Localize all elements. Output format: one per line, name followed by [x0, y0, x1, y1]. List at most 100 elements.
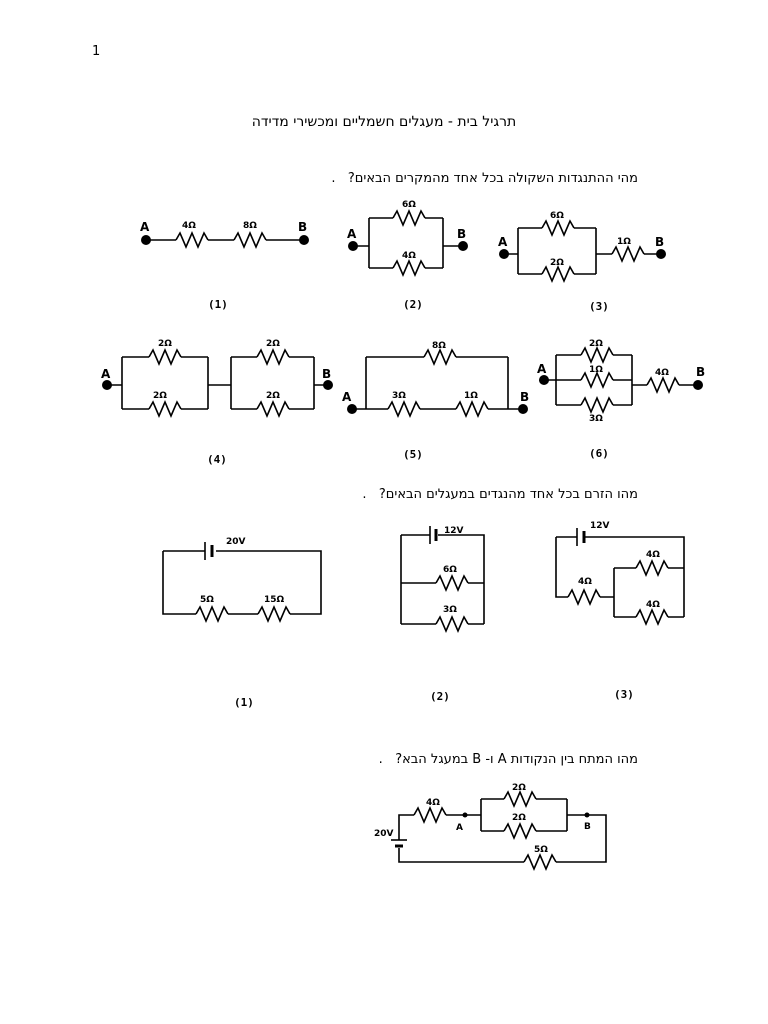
resistor-label: 2Ω: [158, 339, 172, 349]
terminal-label: A: [537, 362, 547, 376]
resistor: [455, 401, 489, 417]
question-2: מהו הזרם בכל אחד מהנגדים במעגלים הבאים? …: [362, 487, 638, 502]
resistor: [392, 260, 426, 276]
question-3-text: מהו המתח בין הנקודות A ו- B במעגל הבא?: [395, 752, 638, 767]
resistor: [567, 589, 601, 605]
question-1: מהי ההתנגדות השקולה בכל אחד מהמקרים הבאי…: [331, 171, 638, 186]
question-3: מהו המתח בין הנקודות A ו- B במעגל הבא? .: [379, 752, 638, 767]
resistor-label: 2Ω: [266, 391, 280, 401]
circuit-r4: A B 2Ω 2Ω 2Ω 2Ω (4): [101, 339, 333, 466]
resistor: [175, 232, 209, 248]
circuit-number: (3): [614, 688, 634, 701]
resistor: [503, 791, 537, 807]
resistor-label: 4Ω: [402, 251, 416, 261]
circuit-number: (3): [589, 300, 609, 313]
circuit-number: (5): [403, 448, 423, 461]
resistor-label: 8Ω: [243, 221, 257, 231]
resistor: [435, 616, 469, 632]
resistor-label: 4Ω: [655, 368, 669, 378]
terminal-label: A: [498, 235, 508, 249]
terminal-label: B: [696, 365, 705, 379]
source-label: 20V: [374, 829, 394, 839]
circuit-number: (1): [208, 298, 228, 311]
resistor: [580, 372, 614, 388]
resistor: [611, 246, 645, 262]
resistor: [423, 349, 457, 365]
terminal-label: A: [101, 367, 111, 381]
resistor-label: 6Ω: [550, 211, 564, 221]
circuit-number: (1): [234, 696, 254, 709]
resistor: [256, 401, 290, 417]
resistor: [233, 232, 267, 248]
resistor-label: 1Ω: [589, 365, 603, 375]
resistor: [580, 397, 614, 413]
point-label: A: [456, 823, 463, 833]
question-2-text: מהו הזרם בכל אחד מהנגדים במעגלים הבאים?: [378, 487, 638, 502]
resistor-label: 6Ω: [402, 200, 416, 210]
circuit-r6: A B 2Ω 1Ω 3Ω 4Ω (6): [537, 339, 705, 460]
circuit-number: (6): [589, 447, 609, 460]
resistor-label: 2Ω: [589, 339, 603, 349]
resistor: [392, 210, 426, 226]
resistor-label: 15Ω: [264, 595, 285, 605]
circuit-number: (2): [403, 298, 423, 311]
resistor-label: 3Ω: [589, 414, 603, 424]
resistor-label: 2Ω: [266, 339, 280, 349]
resistor: [413, 807, 447, 823]
resistor: [435, 575, 469, 591]
resistor: [503, 823, 537, 839]
resistor: [580, 347, 614, 363]
resistor-label: 2Ω: [153, 391, 167, 401]
resistor-label: 4Ω: [646, 600, 660, 610]
question-3-bullet: .: [378, 752, 383, 767]
terminal-label: A: [347, 227, 357, 241]
resistor-label: 1Ω: [617, 237, 631, 247]
circuit-number: (2): [430, 690, 450, 703]
circuit-r1: A B 4Ω 8Ω (1): [140, 220, 309, 311]
circuit-v1: 20V 4Ω 2Ω 2Ω 5Ω A B: [374, 783, 607, 870]
resistor: [541, 266, 575, 282]
circuit-number: (4): [207, 453, 227, 466]
resistor: [523, 854, 557, 870]
terminal-label: B: [322, 367, 331, 381]
resistor-label: 1Ω: [464, 391, 478, 401]
resistor: [257, 606, 291, 622]
resistor-label: 4Ω: [426, 798, 440, 808]
resistor-label: 8Ω: [432, 341, 446, 351]
source-label: 12V: [444, 526, 464, 536]
resistor: [635, 609, 669, 625]
resistor-label: 2Ω: [512, 813, 526, 823]
terminal-label: B: [520, 390, 529, 404]
resistor: [148, 349, 182, 365]
circuit-c1: 20V 5Ω 15Ω (1): [162, 537, 322, 709]
resistor: [148, 401, 182, 417]
page-number: 1: [92, 44, 101, 59]
source-label: 12V: [590, 521, 610, 531]
terminal-label: B: [457, 227, 466, 241]
resistor-label: 4Ω: [646, 550, 660, 560]
circuit-c2: 12V 6Ω 3Ω (2): [400, 526, 485, 703]
resistor-label: 2Ω: [550, 258, 564, 268]
circuit-r2: A B 6Ω 4Ω (2): [347, 200, 468, 311]
node-a: [462, 812, 468, 818]
question-2-bullet: .: [362, 487, 367, 502]
resistor: [646, 377, 680, 393]
resistor-label: 4Ω: [182, 221, 196, 231]
point-label: B: [584, 822, 591, 832]
circuit-c3: 12V 4Ω 4Ω 4Ω (3): [555, 521, 685, 701]
resistor-label: 3Ω: [392, 391, 406, 401]
resistor-label: 5Ω: [534, 845, 548, 855]
question-1-text: מהי ההתנגדות השקולה בכל אחד מהמקרים הבאי…: [347, 171, 638, 186]
resistor-label: 3Ω: [443, 605, 457, 615]
page-title: תרגיל בית - מעגלים חשמליים ומכשירי מדידה: [251, 114, 517, 130]
resistor-label: 6Ω: [443, 565, 457, 575]
circuit-r5: A B 8Ω 3Ω 1Ω (5): [342, 341, 529, 461]
terminal-label: B: [298, 220, 307, 234]
resistor: [541, 220, 575, 236]
resistor-label: 2Ω: [512, 783, 526, 793]
terminal-label: A: [140, 220, 150, 234]
node-b: [584, 812, 590, 818]
resistor-label: 5Ω: [200, 595, 214, 605]
resistor: [195, 606, 229, 622]
